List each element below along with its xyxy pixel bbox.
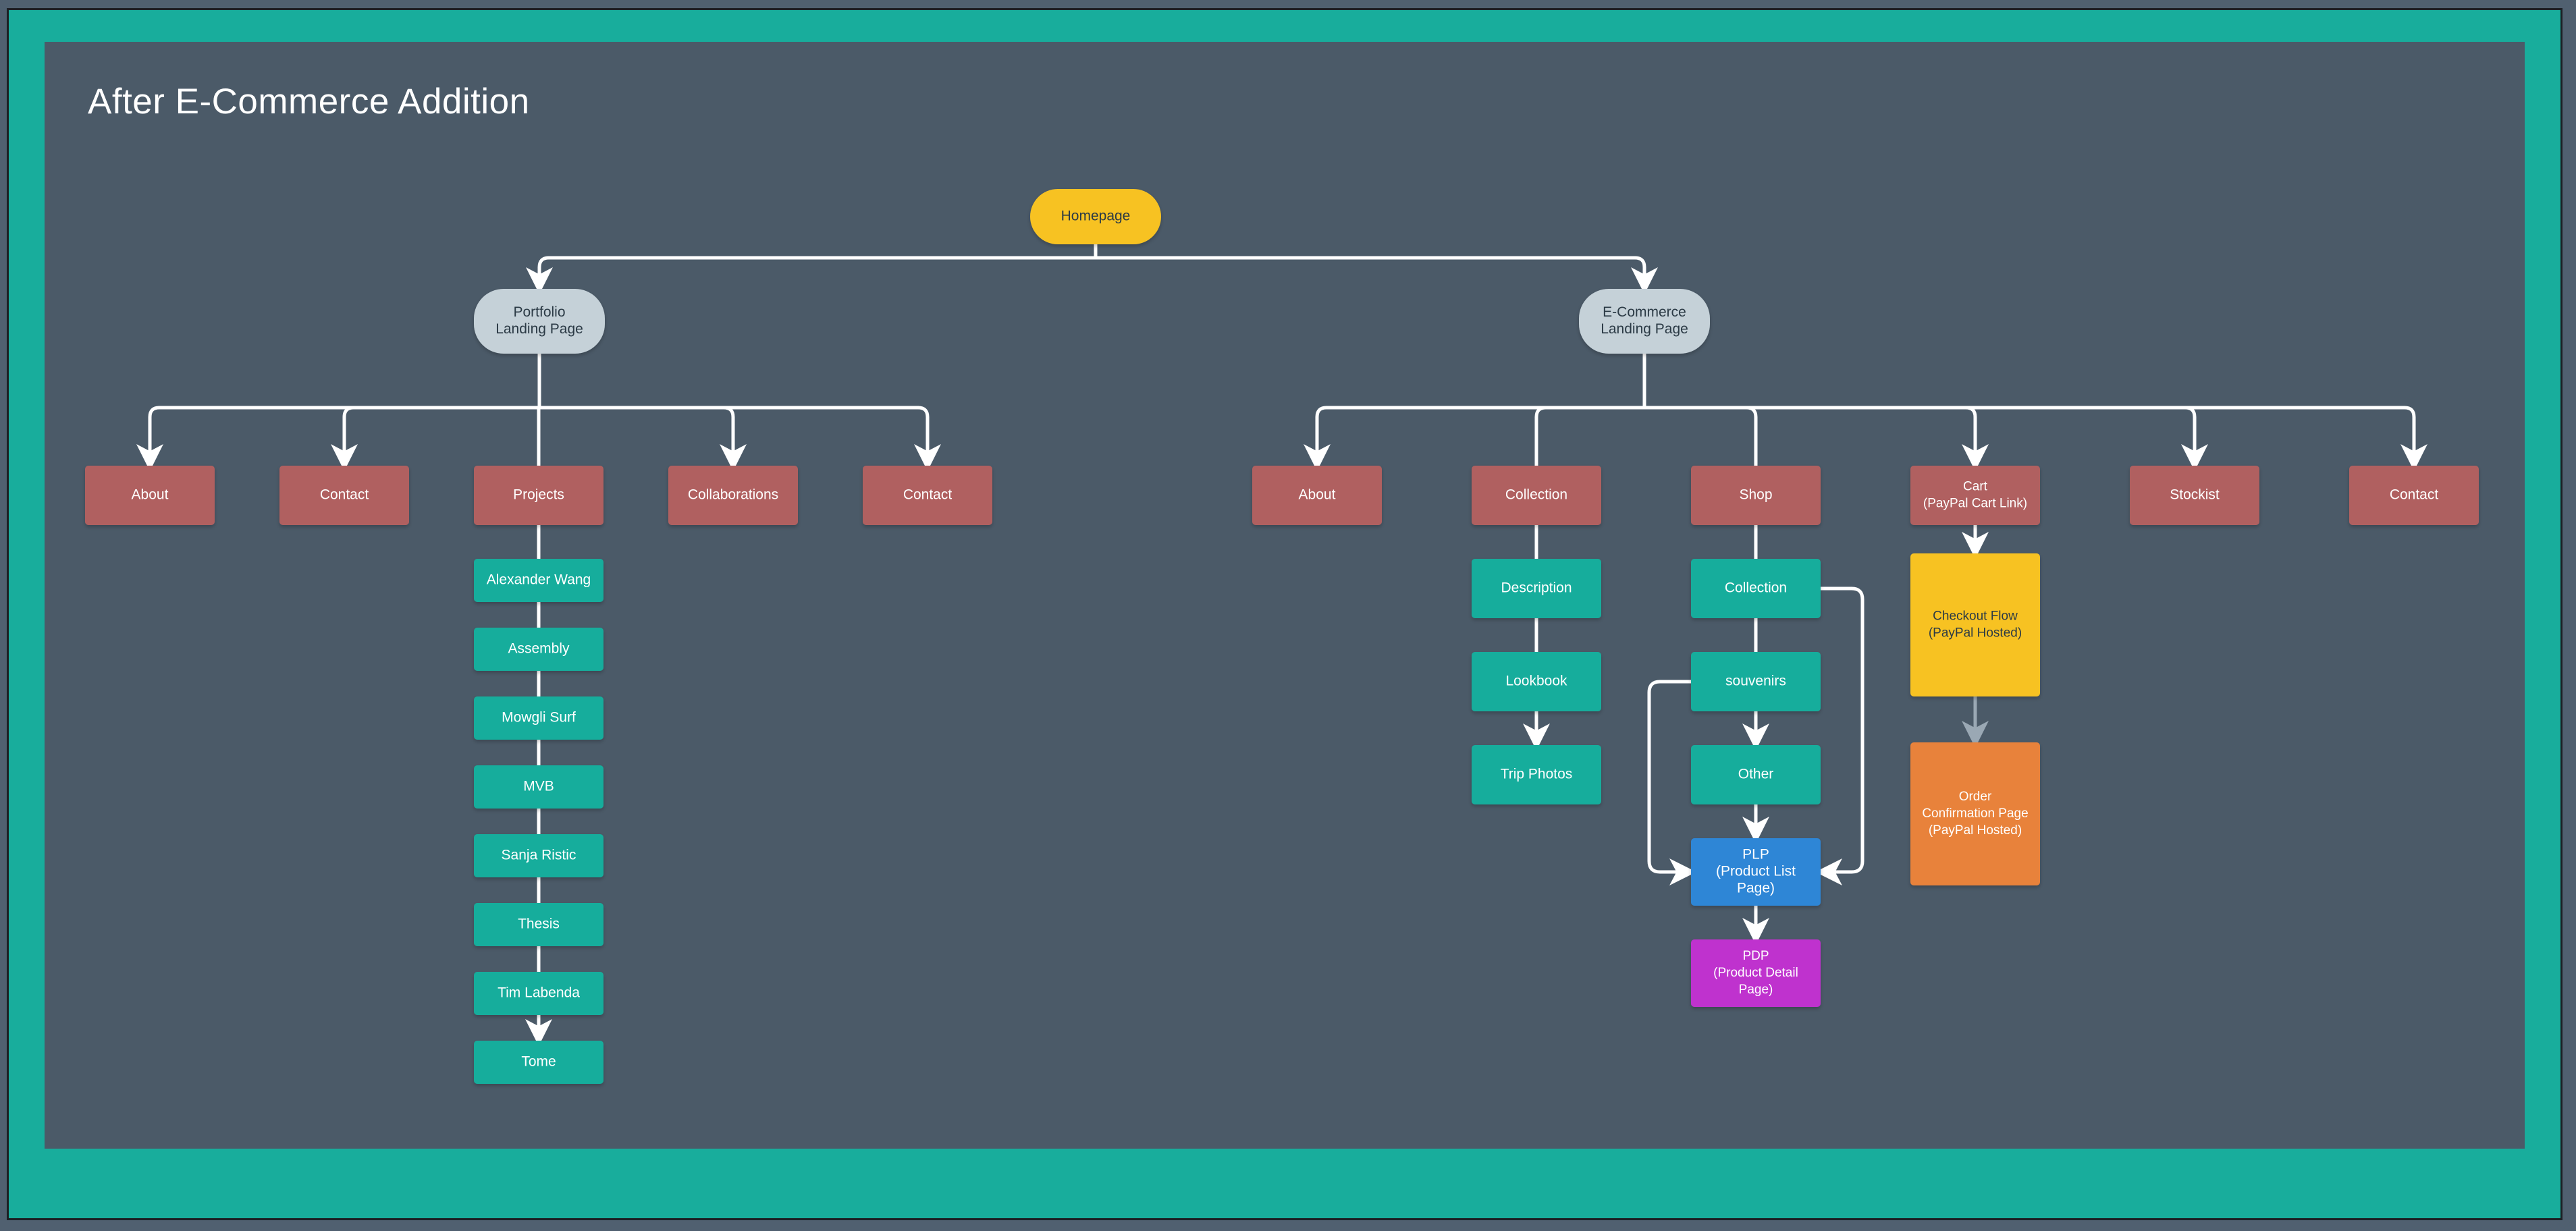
node-label: Landing Page [1601, 321, 1688, 337]
diagram-panel [45, 42, 2525, 1149]
edge-layer [136, 242, 2427, 1046]
node-e-shop[interactable]: Shop [1691, 466, 1821, 525]
node-label: Page) [1739, 983, 1773, 997]
node-p-about[interactable]: About [85, 466, 215, 525]
node-label: (PayPal Hosted) [1929, 626, 2022, 640]
node-e-cart[interactable]: Cart (PayPal Cart Link) [1910, 466, 2040, 525]
node-label: Order [1959, 790, 1992, 804]
node-label: (Product List [1716, 864, 1796, 879]
node-p-collaborations[interactable]: Collaborations [668, 466, 798, 525]
node-label: Landing Page [495, 321, 583, 337]
node-e-contact[interactable]: Contact [2349, 466, 2479, 525]
node-c-trip-photos[interactable]: Trip Photos [1472, 745, 1601, 804]
node-e-stockist[interactable]: Stockist [2130, 466, 2259, 525]
node-label: Trip Photos [1501, 767, 1573, 782]
node-s-other[interactable]: Other [1691, 745, 1821, 804]
node-pr-sanja-ristic[interactable]: Sanja Ristic [474, 834, 603, 877]
node-label: Homepage [1061, 209, 1131, 224]
node-label: Sanja Ristic [502, 848, 576, 863]
node-label: Contact [903, 487, 952, 503]
node-label: Other [1738, 767, 1774, 782]
node-pr-thesis[interactable]: Thesis [474, 903, 603, 946]
node-label: (Product Detail [1713, 966, 1798, 980]
node-label: (PayPal Cart Link) [1923, 497, 2027, 511]
node-label: Checkout Flow [1933, 609, 2018, 624]
node-label: Thesis [518, 917, 560, 932]
node-label: E-Commerce [1603, 304, 1686, 320]
node-p-contact-2[interactable]: Contact [863, 466, 992, 525]
node-label: Mowgli Surf [502, 710, 576, 726]
node-pr-tome[interactable]: Tome [474, 1041, 603, 1084]
node-pr-tim-labenda[interactable]: Tim Labenda [474, 972, 603, 1015]
node-label: Lookbook [1505, 674, 1567, 689]
node-p-projects[interactable]: Projects [474, 466, 603, 525]
node-s-collection[interactable]: Collection [1691, 559, 1821, 618]
node-e-collection[interactable]: Collection [1472, 466, 1601, 525]
node-label: Cart [1963, 480, 1988, 494]
node-pr-alexander-wang[interactable]: Alexander Wang [474, 559, 603, 602]
node-c-lookbook[interactable]: Lookbook [1472, 652, 1601, 711]
node-s-souvenirs[interactable]: souvenirs [1691, 652, 1821, 711]
node-label: (PayPal Hosted) [1929, 823, 2022, 838]
node-label: Stockist [2170, 487, 2220, 503]
node-homepage[interactable]: Homepage [1030, 189, 1161, 244]
node-label: Shop [1739, 487, 1772, 503]
node-label: Contact [320, 487, 369, 503]
node-label: Projects [513, 487, 564, 503]
node-ck-checkout[interactable]: Checkout Flow (PayPal Hosted) [1910, 553, 2040, 696]
page-title: After E-Commerce Addition [88, 82, 530, 121]
node-label: PLP [1742, 847, 1769, 863]
node-label: Collaborations [688, 487, 778, 503]
node-pr-mvb[interactable]: MVB [474, 765, 603, 809]
node-label: souvenirs [1725, 674, 1786, 689]
node-label: Contact [2390, 487, 2439, 503]
node-e-about[interactable]: About [1252, 466, 1382, 525]
node-label: Alexander Wang [487, 572, 591, 588]
node-label: About [132, 487, 169, 503]
node-label: MVB [523, 779, 554, 794]
node-label: Tome [521, 1054, 556, 1070]
node-label: PDP [1742, 949, 1769, 963]
node-label: Confirmation Page [1922, 806, 2028, 821]
node-label: Assembly [508, 641, 570, 657]
node-label: About [1299, 487, 1336, 503]
node-p-contact-1[interactable]: Contact [279, 466, 409, 525]
node-pr-mowgli-surf[interactable]: Mowgli Surf [474, 696, 603, 740]
node-label: Description [1501, 580, 1572, 596]
node-label: Collection [1725, 580, 1787, 596]
node-label: Page) [1737, 881, 1775, 896]
node-label: Portfolio [513, 304, 565, 320]
node-pr-assembly[interactable]: Assembly [474, 628, 603, 671]
node-label: Tim Labenda [498, 985, 580, 1001]
node-label: Collection [1505, 487, 1567, 503]
node-c-description[interactable]: Description [1472, 559, 1601, 618]
